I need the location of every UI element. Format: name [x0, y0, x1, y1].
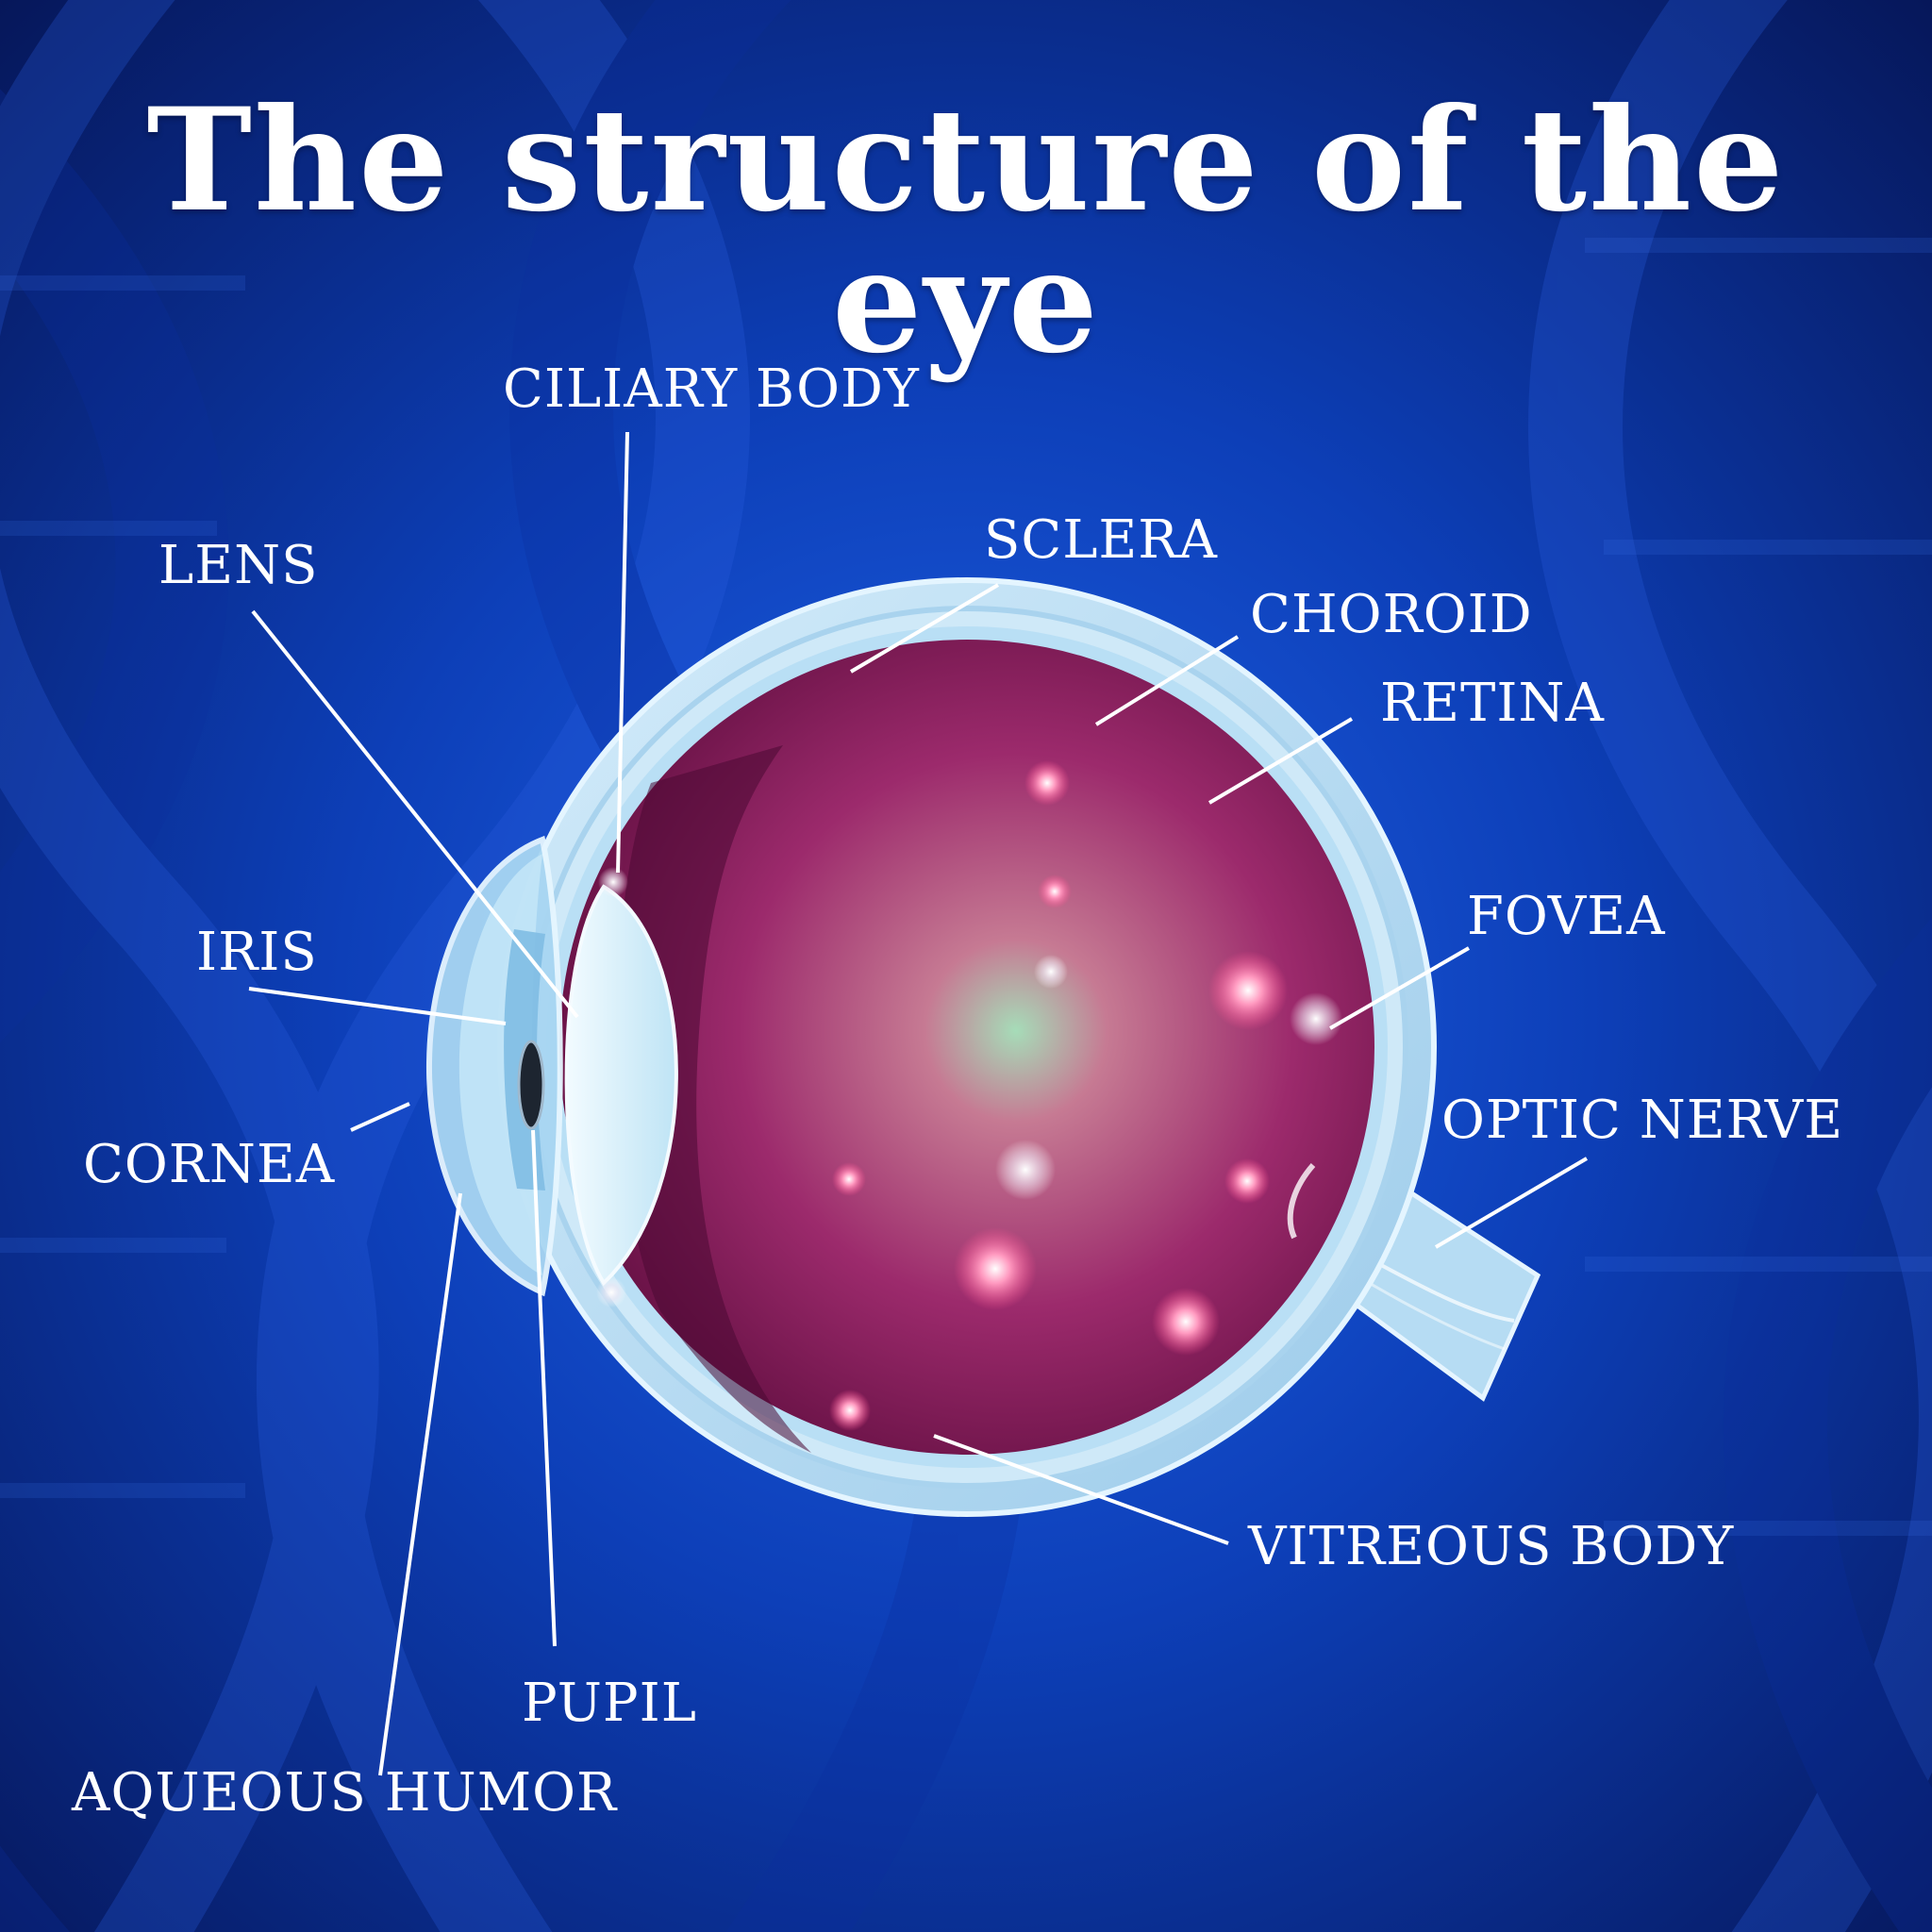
leader-sclera [849, 583, 1000, 674]
vitreous-sparkles [829, 760, 1288, 1431]
leader-fovea [1328, 946, 1471, 1030]
label-aqueous-humor: AQUEOUS HUMOR [72, 1762, 618, 1824]
leader-cornea [350, 1102, 410, 1132]
ciliary-body-shape [598, 867, 628, 897]
label-optic-nerve: OPTIC NERVE [1441, 1090, 1844, 1151]
ciliary-body-lower-shape [596, 1277, 626, 1307]
label-choroid: CHOROID [1250, 584, 1533, 645]
label-fovea: FOVEA [1467, 886, 1666, 947]
label-vitreous-body: VITREOUS BODY [1248, 1516, 1735, 1577]
leader-iris [248, 987, 507, 1025]
label-retina: RETINA [1380, 673, 1605, 734]
leader-aqueous-humor [378, 1192, 462, 1776]
leader-choroid [1094, 635, 1240, 726]
fovea-glow [1290, 992, 1342, 1045]
leader-ciliary-body [616, 431, 629, 874]
label-ciliary-body: CILIARY BODY [503, 358, 920, 420]
pupil-shape [517, 1040, 545, 1130]
label-pupil: PUPIL [522, 1673, 697, 1734]
label-lens: LENS [158, 535, 319, 596]
leader-retina [1208, 717, 1354, 805]
vitreous-body-shape [559, 640, 1374, 1455]
leader-pupil [531, 1129, 557, 1647]
label-cornea: CORNEA [83, 1134, 336, 1195]
leader-optic-nerve [1434, 1157, 1589, 1249]
label-iris: IRIS [196, 922, 318, 983]
label-sclera: SCLERA [984, 509, 1218, 571]
leader-lines [248, 431, 1589, 1776]
leader-lens [251, 609, 579, 1019]
leader-vitreous-body [933, 1434, 1229, 1545]
page-title: The structure of the eye [146, 77, 1786, 385]
